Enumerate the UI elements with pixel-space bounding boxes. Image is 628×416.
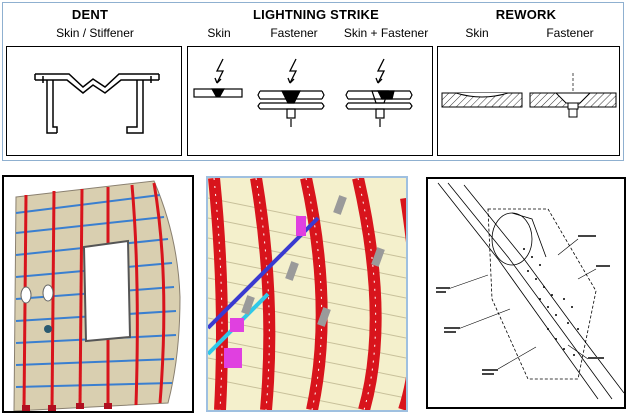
- lightning-strike-title: LIGHTNING STRIKE: [253, 7, 379, 22]
- lightning-subtitle-skin: Skin: [207, 26, 231, 40]
- dent-skin-stiffener-drawing: [34, 73, 160, 134]
- dent-diagram: [6, 46, 182, 156]
- damage-types-frame: [2, 2, 624, 161]
- rework-subtitle-fastener: Fastener: [546, 26, 594, 40]
- frame-repair-closeup: [206, 176, 408, 412]
- dent-title: DENT: [71, 7, 109, 22]
- fuselage-panel-drawing: [13, 180, 181, 411]
- lightning-subtitle-skin-fastener: Skin + Fastener: [343, 26, 429, 40]
- repair-technical-drawing: [426, 177, 626, 409]
- lightning-strike-drawings: [193, 58, 413, 127]
- rework-drawings: [441, 73, 617, 118]
- rework-diagram: [437, 46, 620, 156]
- repair-drawing-lines: [436, 182, 624, 400]
- lightning-bolt-icon: [214, 58, 386, 84]
- rework-subtitle-skin: Skin: [465, 26, 489, 40]
- lightning-strike-diagram: [187, 46, 433, 156]
- rework-title: REWORK: [495, 7, 557, 22]
- frame-repair-drawing: [208, 178, 406, 410]
- lightning-subtitle-fastener: Fastener: [270, 26, 318, 40]
- fuselage-panel-model: [2, 175, 194, 413]
- dent-subtitle-skin-stiffener: Skin / Stiffener: [56, 26, 134, 40]
